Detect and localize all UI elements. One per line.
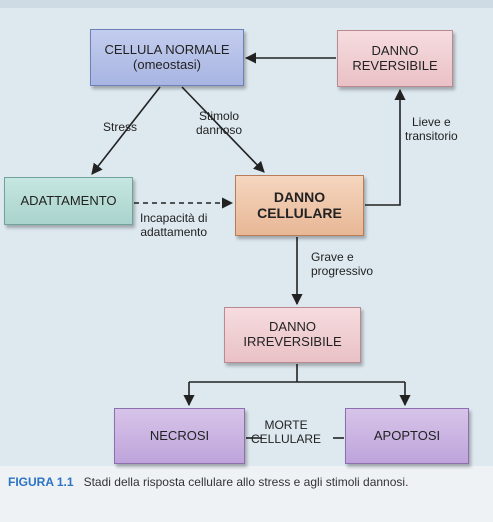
arrow-normal-to-damage — [181, 86, 265, 173]
edge-label-lieve-line2: transitorio — [405, 128, 458, 143]
node-apoptosi: APOPTOSI — [345, 408, 469, 464]
label-morte-line2: CELLULARE — [251, 431, 322, 446]
node-cellula-normale-line2: (omeostasi) — [133, 56, 201, 72]
node-danno-irreversibile: DANNO IRREVERSIBILE — [224, 307, 361, 363]
node-apoptosi-label: APOPTOSI — [373, 427, 441, 443]
edge-label-lieve-transitorio: Lieve e transitorio — [405, 115, 458, 144]
node-danno-reversibile-line1: DANNO — [371, 42, 419, 58]
node-danno-cellulare: DANNO CELLULARE — [235, 175, 364, 236]
node-danno-cellulare-line1: DANNO — [273, 188, 326, 205]
node-danno-reversibile: DANNO REVERSIBILE — [337, 30, 453, 87]
edge-label-incapacita-line1: Incapacità di — [140, 211, 208, 225]
edge-label-stimolo-dannoso: Stimolo dannoso — [196, 109, 243, 138]
caption-label: FIGURA 1.1 — [8, 475, 74, 489]
node-adattamento: ADATTAMENTO — [4, 177, 133, 225]
arrows-layer — [91, 52, 411, 439]
panel-top-band — [0, 0, 493, 8]
edge-label-stimolo-line2: dannoso — [196, 122, 243, 137]
node-danno-cellulare-line2: CELLULARE — [257, 204, 342, 221]
diagram-panel: CELLULA NORMALE (omeostasi) DANNO REVERS… — [0, 0, 493, 466]
caption-text: Stadi della risposta cellulare allo stre… — [83, 475, 409, 489]
node-adattamento-label: ADATTAMENTO — [20, 192, 117, 208]
label-morte-line1: MORTE — [264, 418, 308, 432]
figure-caption: FIGURA 1.1 Stadi della risposta cellulare… — [8, 475, 488, 491]
edge-label-stress: Stress — [103, 120, 138, 134]
node-necrosi-label: NECROSI — [149, 427, 210, 443]
node-danno-irreversibile-line2: IRREVERSIBILE — [243, 334, 342, 349]
edge-label-lieve-line1: Lieve e — [411, 115, 451, 129]
edge-label-incapacita-adattamento: Incapacità di adattamento — [140, 211, 208, 240]
edge-label-grave-line1: Grave e — [311, 250, 354, 264]
node-danno-reversibile-line2: REVERSIBILE — [352, 57, 438, 73]
arrow-normal-to-adaptation — [91, 86, 161, 175]
node-cellula-normale-line1: CELLULA NORMALE — [104, 41, 230, 57]
node-necrosi: NECROSI — [114, 408, 245, 464]
node-danno-irreversibile-line1: DANNO — [269, 319, 316, 335]
edge-label-grave-progressivo: Grave e progressivo — [311, 250, 374, 279]
edge-label-incapacita-line2: adattamento — [140, 224, 208, 239]
edge-label-stimolo-line1: Stimolo — [199, 109, 240, 123]
label-morte-cellulare: MORTE CELLULARE — [251, 418, 322, 447]
node-cellula-normale: CELLULA NORMALE (omeostasi) — [90, 29, 244, 86]
edge-label-grave-line2: progressivo — [311, 263, 374, 278]
arrow-damage-to-reversible — [365, 88, 406, 206]
